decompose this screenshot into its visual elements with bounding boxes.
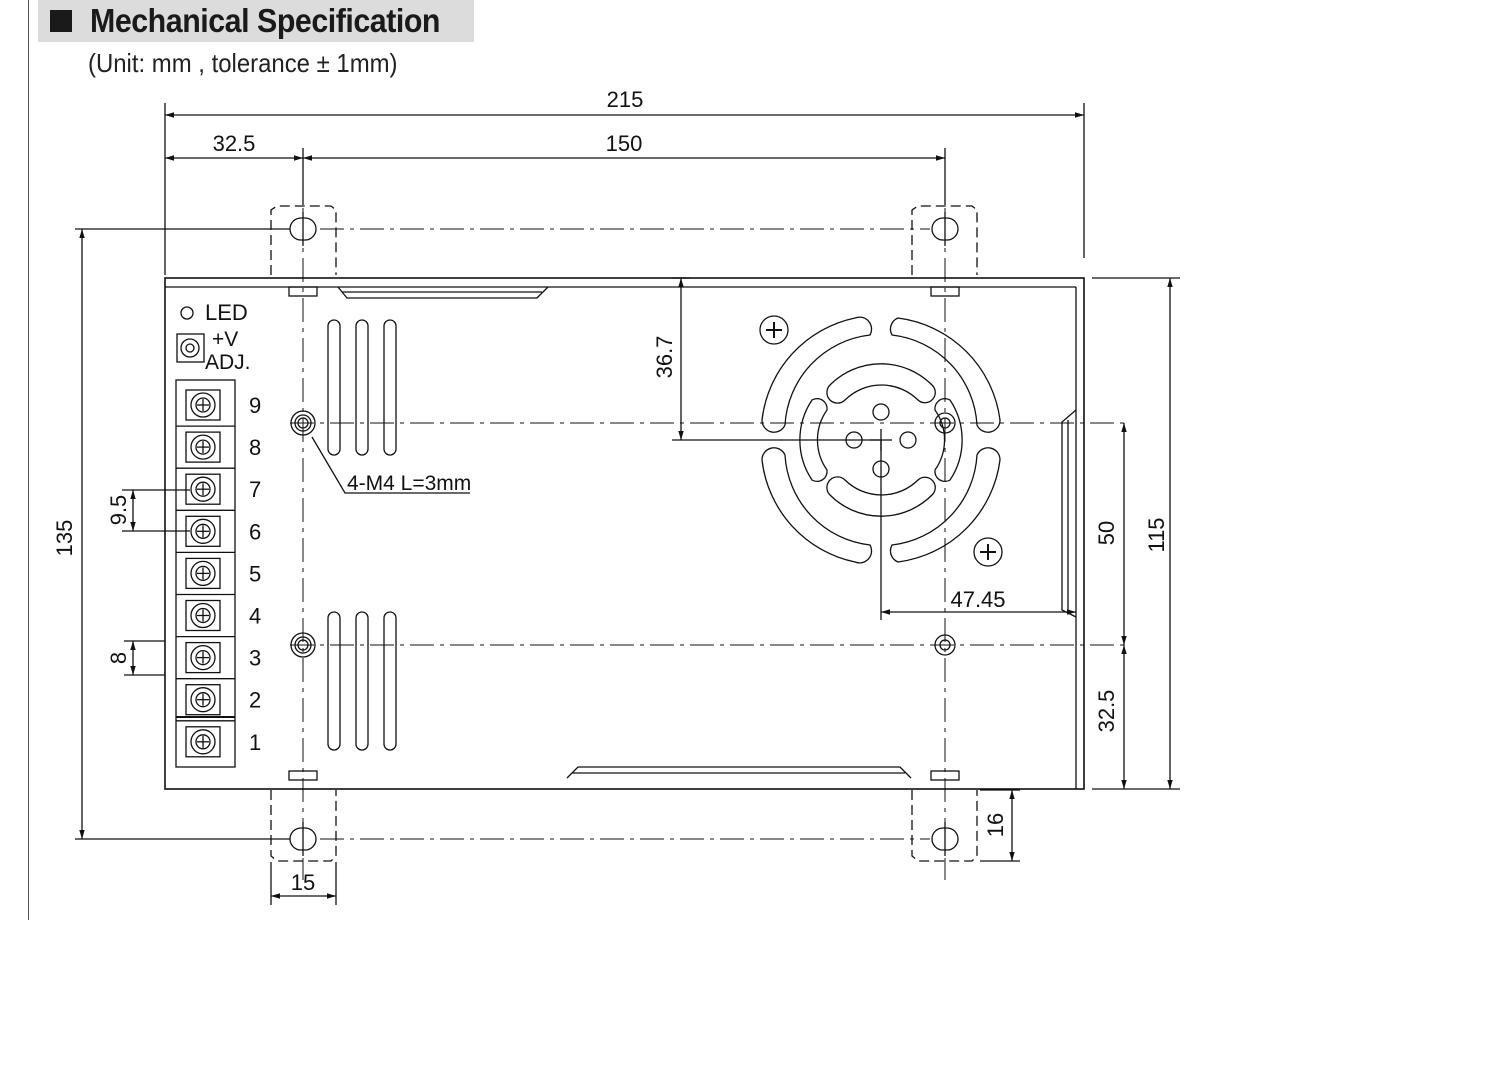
dim-body-height-label: 115 <box>1144 517 1169 552</box>
dimension-bracket <box>270 789 1020 905</box>
terminal-number-label: 9 <box>249 393 261 418</box>
terminal-3: 3 <box>176 635 261 674</box>
terminal-number-label: 5 <box>249 561 261 586</box>
vadj-label-line1: +V <box>212 328 238 351</box>
section-header: Mechanical Specification <box>38 0 474 42</box>
terminal-1: 1 <box>176 720 261 758</box>
unit-note: (Unit: mm , tolerance ± 1mm) <box>88 48 398 78</box>
terminal-number-label: 6 <box>249 519 261 544</box>
fan-screw-icon <box>766 322 996 560</box>
screw-callout-label: 4-M4 L=3mm <box>347 472 471 495</box>
terminal-number-label: 7 <box>249 477 261 502</box>
terminal-number-label: 1 <box>249 730 261 755</box>
dimension-right-side <box>1092 277 1180 790</box>
dimension-top-holes <box>165 148 946 205</box>
dim-hole-vertical-label: 50 <box>1094 521 1119 545</box>
terminal-number-label: 3 <box>249 646 261 671</box>
fan-guard <box>759 315 1003 567</box>
led-label: LED <box>205 300 248 325</box>
vadj-label-line2: ADJ. <box>205 351 251 374</box>
dimension-terminal-pitch <box>122 489 190 676</box>
dim-bracket-width-label: 15 <box>291 870 315 895</box>
m4-screw-holes <box>290 410 956 658</box>
dimension-mounting-height <box>75 228 290 840</box>
led-indicator <box>180 306 194 320</box>
terminal-6: 6 <box>176 509 261 547</box>
terminal-9: 9 <box>185 389 261 421</box>
dim-fan-right-label: 47.45 <box>950 587 1005 612</box>
terminal-number-label: 2 <box>249 688 261 713</box>
dim-terminal-pitch-label: 9.5 <box>106 495 131 526</box>
terminal-block <box>175 379 236 768</box>
voltage-adjust-pot <box>176 333 205 363</box>
terminal-list: 9 8 7 6 5 4 3 2 1 <box>176 389 261 758</box>
left-margin-rule <box>28 0 29 920</box>
dim-bracket-depth-label: 16 <box>983 813 1008 837</box>
terminal-number-label: 8 <box>249 435 261 460</box>
dim-overall-length-label: 215 <box>607 87 644 112</box>
section-title: Mechanical Specification <box>90 2 441 39</box>
mounting-brackets <box>270 205 978 862</box>
dim-terminal-gap-label: 8 <box>106 652 131 664</box>
dim-mounting-height-label: 135 <box>52 520 77 557</box>
dimension-overall-length <box>164 103 1085 275</box>
dim-bottom-offset-label: 32.5 <box>1094 690 1119 733</box>
terminal-8: 8 <box>176 425 261 463</box>
centerlines <box>290 178 1130 880</box>
terminal-5: 5 <box>176 551 261 590</box>
dimension-fan-right <box>880 440 1076 620</box>
psu-body <box>164 277 1085 790</box>
header-square-icon <box>50 10 72 32</box>
dim-fan-top-label: 36.7 <box>652 336 677 379</box>
vent-slots <box>327 319 397 751</box>
terminal-number-label: 4 <box>249 604 261 629</box>
terminal-2: 2 <box>176 678 261 716</box>
terminal-7: 7 <box>176 467 261 505</box>
terminal-4: 4 <box>176 593 261 632</box>
dim-hole-spacing-label: 150 <box>606 131 643 156</box>
dim-left-offset-label: 32.5 <box>213 131 256 156</box>
dimension-fan-top <box>672 277 881 441</box>
bracket-slots <box>289 212 959 856</box>
